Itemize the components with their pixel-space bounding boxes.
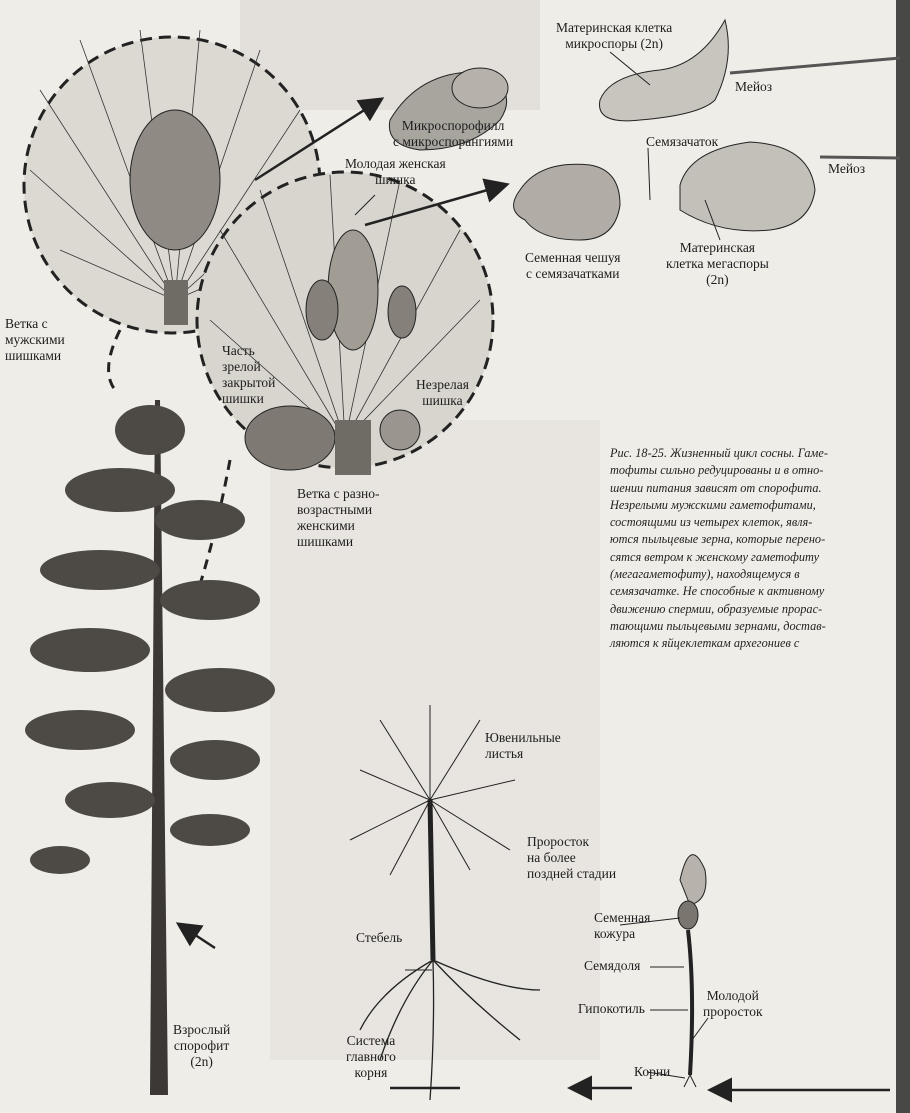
label-line: мужскими <box>5 332 65 347</box>
female-cone-branch-drawing <box>195 170 495 475</box>
arrow <box>180 925 460 1090</box>
label-line: шишки <box>222 391 264 406</box>
label-hypocotyl: Гипокотиль <box>578 1001 645 1016</box>
caption-line: (мегагаметофиту), находящемуся в <box>610 567 800 582</box>
leader-lines <box>354 51 721 1079</box>
label-line: Ветка с разно- <box>297 486 380 501</box>
arrow <box>254 97 385 182</box>
label-line: главного <box>346 1049 396 1064</box>
label-line: Система <box>346 1033 396 1048</box>
label-ovule: Семязачаток <box>646 134 719 149</box>
ovule-drawing <box>679 141 816 232</box>
young-seedling-drawing <box>677 854 707 1088</box>
label-line: Взрослый <box>173 1022 231 1037</box>
label-roots: Корни <box>634 1064 671 1079</box>
label-meiosis-top: Мейоз <box>735 79 773 94</box>
caption-line: семязачатке. Не способные к активному <box>610 584 825 599</box>
caption-line: ляются к яйцеклеткам архегониев с <box>610 636 800 651</box>
label-meiosis-bottom: Мейоз <box>828 161 866 176</box>
label-line: листья <box>485 746 524 761</box>
label-stem: Стебель <box>356 930 403 945</box>
label-line: Молодая женская <box>345 156 446 171</box>
label-line: женскими <box>297 518 355 533</box>
label-line: Проросток <box>527 834 590 849</box>
microsporophyll-drawing <box>388 67 509 151</box>
label-line: Ювенильные <box>485 730 561 745</box>
label-line: зрелой <box>222 359 261 374</box>
label-line: (2n) <box>190 1054 213 1069</box>
label-line: (2n) <box>706 272 729 287</box>
microsporangium-drawing <box>599 18 729 122</box>
later-seedling-drawing <box>349 705 541 1101</box>
label-line: Ветка с <box>5 316 48 331</box>
label-line: Семенная <box>594 910 651 925</box>
caption-line: сятся ветром к женскому гаметофиту <box>610 549 820 564</box>
meiosis-line <box>729 56 901 75</box>
label-line: Микроспорофилл <box>401 118 505 133</box>
label-line: Молодой <box>706 988 759 1003</box>
label-line: поздней стадии <box>527 866 617 881</box>
label-line: Материнская <box>679 240 756 255</box>
seed-scale-drawing <box>513 163 621 241</box>
figure-caption: Рис. 18-25. Жизненный цикл сосны. Гаме- … <box>610 445 905 653</box>
caption-line: Рис. 18-25. Жизненный цикл сосны. Гаме- <box>610 446 828 460</box>
label-line: микроспоры (2n) <box>565 36 664 51</box>
label-line: возрастными <box>297 502 373 517</box>
label-line: клетка мегаспоры <box>666 256 769 271</box>
caption-line: шении питания зависят от спорофита. <box>610 480 822 495</box>
meiosis-line <box>819 155 901 160</box>
label-line: кожура <box>594 926 636 941</box>
caption-line: тофиты сильно редуцированы и в отно- <box>610 463 824 478</box>
label-line: шишками <box>5 348 62 363</box>
label-line: шишками <box>297 534 354 549</box>
caption-line: Незрелыми мужскими гаметофитами, <box>610 497 816 512</box>
label-line: закрытой <box>222 375 276 390</box>
caption-line: тающими пыльцевыми зернами, достав- <box>610 618 826 633</box>
adult-pine-tree-drawing <box>25 400 275 1095</box>
label-line: Материнская клетка <box>556 20 673 35</box>
label-line: Часть <box>222 343 255 358</box>
label-line: Незрелая <box>416 377 469 392</box>
label-line: спорофит <box>173 1038 230 1053</box>
label-line: корня <box>354 1065 388 1080</box>
caption-line: ются пыльцевые зерна, которые перено- <box>610 532 826 547</box>
caption-line: движению спермии, образуемые прорас- <box>610 601 823 616</box>
label-cotyledon: Семядоля <box>584 958 641 973</box>
label-line: шишка <box>422 393 463 408</box>
page-edge <box>896 0 910 1113</box>
label-line: с микроспорангиями <box>393 134 514 149</box>
label-line: Семенная чешуя <box>525 250 621 265</box>
arrow <box>364 178 510 227</box>
caption-line: состоящими из четырех клеток, явля- <box>610 515 813 530</box>
label-line: на более <box>527 850 576 865</box>
label-line: проросток <box>703 1004 763 1019</box>
label-line: с семязачатками <box>526 266 620 281</box>
label-line: шишка <box>375 172 416 187</box>
